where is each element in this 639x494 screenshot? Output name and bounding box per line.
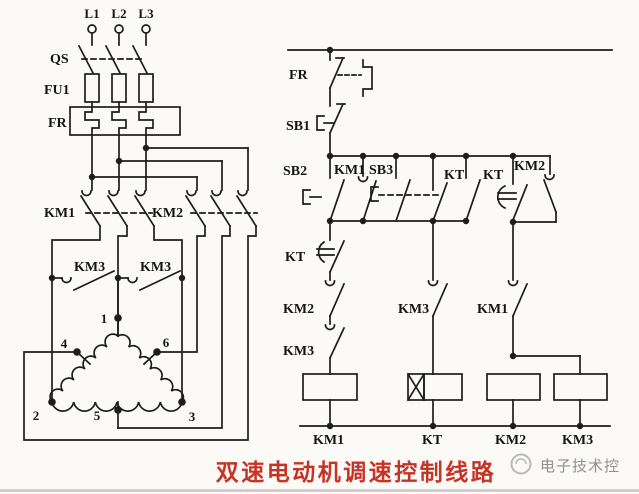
sb2-start-button [302, 155, 346, 223]
branch-km2-km3-coils [486, 221, 608, 427]
km2-to-winding-wires [23, 225, 257, 441]
km2-aux-label: KM2 [514, 159, 545, 174]
watermark-logo-swirl-icon [515, 458, 527, 465]
km2-coil-label: KM2 [495, 433, 526, 448]
sb1-label: SB1 [286, 119, 310, 134]
motor-winding [49, 333, 185, 429]
km2-aux-contact [542, 155, 558, 223]
km1-coil-label: KM1 [313, 433, 344, 448]
label-layer: L1 L2 L3 QS FU1 FR KM1 KM2 KM3 KM3 1 4 6… [33, 6, 593, 448]
watermark-text: 电子技术控 [540, 458, 620, 475]
km2-main-contacts [184, 190, 258, 228]
terminal-5-label: 5 [94, 408, 101, 423]
watermark-logo-icon [510, 453, 532, 475]
km1-sealin-label: KM1 [334, 163, 365, 178]
phase-l1-label: L1 [84, 6, 99, 21]
sb1-stop-button [316, 102, 346, 157]
fr-nc-contact [328, 49, 373, 107]
fu1-fuses [84, 73, 154, 108]
qs-label: QS [50, 52, 69, 67]
branch-kt-coil [406, 220, 463, 427]
fr-thermal-relay [69, 106, 181, 136]
km3-star-contacts [51, 269, 182, 337]
fr-control-label: FR [289, 68, 309, 83]
km1-interlock-label: KM1 [477, 302, 508, 317]
kt-delayed-contact-top [496, 155, 529, 222]
terminal-3-label: 3 [189, 409, 196, 424]
km3-interlock-label: KM3 [283, 344, 314, 359]
terminal-1-label: 1 [101, 311, 108, 326]
phase-terminals [87, 24, 151, 46]
qs-disconnect-switch [77, 44, 149, 75]
km1-main-contacts [79, 190, 156, 228]
km2-main-label: KM2 [152, 206, 183, 221]
km1-main-label: KM1 [44, 206, 75, 221]
km3-right-label: KM3 [140, 260, 171, 275]
kt-delayed-top-label: KT [483, 168, 504, 183]
sb3-label: SB3 [369, 163, 393, 178]
fu1-label: FU1 [44, 83, 70, 98]
kt-coil-label: KT [422, 433, 443, 448]
kt-aux-label: KT [444, 168, 465, 183]
km3-left-label: KM3 [74, 260, 105, 275]
terminal-2-label: 2 [33, 408, 40, 423]
kt-aux-contact [464, 155, 482, 223]
phase-l2-label: L2 [111, 6, 126, 21]
km2-interlock-label: KM2 [283, 302, 314, 317]
diagram-title: 双速电动机调速控制线路 [216, 459, 497, 485]
watermark: 电子技术控 [510, 453, 620, 475]
km3-aux-label: KM3 [398, 302, 429, 317]
feeder-wires [91, 134, 249, 191]
km3-coil-label: KM3 [562, 433, 593, 448]
terminal-6-label: 6 [163, 335, 170, 350]
wiring-layer [23, 24, 613, 441]
phase-l3-label: L3 [138, 6, 154, 21]
kt-delayed-b1-label: KT [285, 250, 306, 265]
terminal-4-label: 4 [61, 336, 68, 351]
fr-main-label: FR [48, 116, 68, 131]
sb3-speed-button [370, 155, 449, 223]
sb2-label: SB2 [283, 164, 307, 179]
junction-dots [48, 46, 584, 430]
branch-km1-coil [302, 220, 358, 427]
